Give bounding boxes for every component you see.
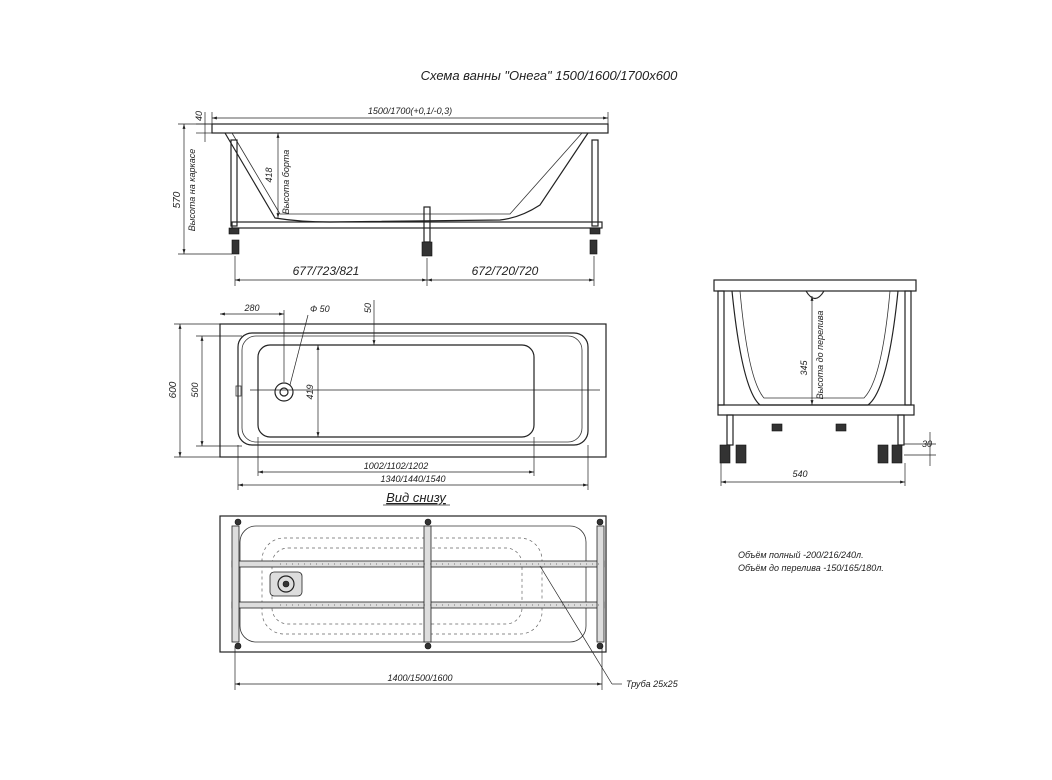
dim-frame-length: 1400/1500/1600 — [387, 673, 452, 683]
side-view: 1500/1700(+0,1/-0,3) 40 570 Высота на ка… — [172, 106, 609, 286]
top-inner-edge — [237, 332, 589, 446]
dim-drain-offset: 280 — [243, 303, 259, 313]
end-frame-beam — [717, 404, 915, 416]
side-tub-body — [224, 132, 589, 223]
bottom-view-heading: Вид снизу — [386, 490, 447, 505]
dim-rim: 40 — [194, 111, 204, 121]
dim-width-inner: 500 — [190, 382, 200, 397]
dim-end-width: 540 — [792, 469, 807, 479]
dim-leg: 30 — [922, 439, 932, 449]
bottom-outline — [219, 515, 607, 653]
bottom-view: Вид снизу Труба 25х25 1400/1500/16 — [219, 490, 679, 690]
dim-bowl-width: 419 — [305, 384, 315, 399]
drain — [274, 382, 294, 402]
dim-right-leg: 672/720/720 — [472, 264, 539, 278]
label-height-frame: Высота на каркасе — [187, 149, 197, 232]
dim-total-length: 1500/1700(+0,1/-0,3) — [368, 106, 452, 116]
side-leg-right — [591, 139, 599, 227]
top-bowl — [257, 344, 535, 438]
frame-bar-middle — [423, 525, 432, 643]
dim-overflow-height: 345 — [799, 360, 809, 376]
volume-notes: Объём полный -200/216/240л. Объём до пер… — [738, 550, 884, 573]
label-rim-height: Высота борта — [281, 150, 291, 215]
volume-full: Объём полный -200/216/240л. — [738, 550, 864, 560]
side-rim — [211, 123, 609, 134]
dim-drain-diameter: Ф 50 — [310, 304, 330, 314]
dim-inner-length: 1340/1440/1540 — [380, 474, 445, 484]
dim-rim-height: 418 — [264, 167, 274, 182]
dim-height-frame: 570 — [172, 191, 183, 208]
dim-rim-width: 50 — [363, 303, 373, 313]
label-overflow-height: Высота до перелива — [815, 311, 825, 400]
pipe-label: Труба 25х25 — [626, 679, 679, 689]
top-outer-rim — [219, 323, 607, 458]
dim-left-leg: 677/723/821 — [293, 264, 360, 278]
side-leg-middle — [423, 206, 431, 243]
side-leg-left — [230, 139, 238, 227]
volume-overflow: Объём до перелива -150/165/180л. — [738, 563, 884, 573]
top-view: 419 280 Ф 50 50 600 500 1002/1102/1202 1… — [168, 300, 607, 490]
drawing-title: Схема ванны "Онега" 1500/1600/1700х600 — [421, 68, 679, 83]
dim-bowl-length: 1002/1102/1202 — [364, 461, 428, 471]
end-rim — [713, 279, 917, 292]
end-view: 345 Высота до перелива 30 540 — [713, 279, 936, 486]
side-frame-beam — [231, 221, 603, 229]
dim-width-outer: 600 — [168, 381, 179, 398]
